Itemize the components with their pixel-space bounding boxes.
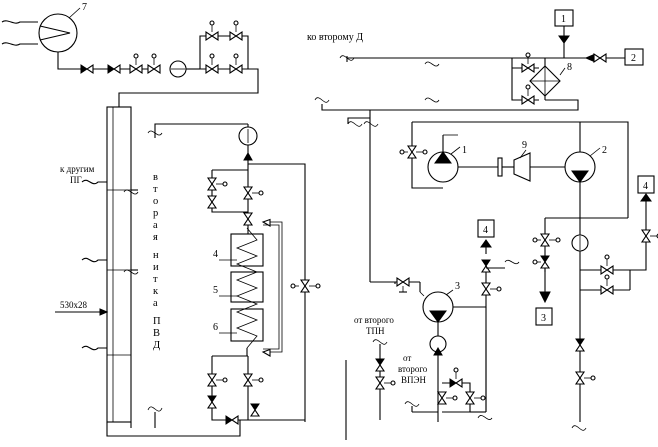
from-second-vpen-label-1: от: [403, 353, 411, 363]
booster-pump-3: 3 4 от второго ТПН: [345, 219, 520, 440]
valve-7f[interactable]: [229, 31, 243, 41]
heater-6: [230, 308, 264, 342]
valve-pvd-4[interactable]: [207, 195, 217, 209]
pipe-size-label: 530x28: [60, 300, 88, 310]
valve-8b[interactable]: [521, 95, 535, 105]
from-second-vpen-label-3: ВПЭН: [401, 375, 426, 385]
pvd-label-char: р: [153, 208, 158, 219]
pvd-label-char: т: [153, 184, 158, 195]
pvd-heaters: 4 5 6: [106, 123, 321, 437]
valve-v-3[interactable]: [437, 391, 447, 405]
valve-pvd-7[interactable]: [243, 373, 253, 387]
valve-pvd-9[interactable]: [225, 415, 239, 425]
valve-2a[interactable]: [600, 265, 614, 275]
valve-4b[interactable]: [481, 259, 491, 273]
to-other-pg-label-1: к другим: [60, 164, 95, 174]
valve-tpn-2[interactable]: [375, 376, 385, 390]
callout-8: 8: [567, 62, 572, 73]
valve-v-2[interactable]: [465, 391, 475, 405]
from-second-tpn-label-2: ТПН: [366, 326, 385, 336]
pump-7-symbol: [38, 13, 78, 53]
callout-2: 2: [602, 145, 607, 156]
callout-3: 3: [455, 281, 460, 292]
valve-2b[interactable]: [600, 285, 614, 295]
svg-text:4: 4: [643, 181, 648, 192]
pvd-label-char: я: [153, 232, 158, 243]
valve-7b[interactable]: [107, 64, 121, 74]
from-second-vpen-label-2: второго: [398, 364, 428, 374]
valve-7a[interactable]: [80, 64, 94, 74]
svg-text:1: 1: [561, 14, 566, 25]
deaerator-line: ко второму Д 1 2 8: [307, 9, 644, 111]
pvd-label-char: в: [153, 172, 158, 183]
pvd-label-char: Д: [153, 340, 160, 351]
valve-8a[interactable]: [521, 63, 535, 73]
box-2: [624, 48, 644, 66]
to-second-d-label: ко второму Д: [307, 32, 363, 43]
valve-pvd-6[interactable]: [207, 395, 217, 409]
valve-2c[interactable]: [641, 229, 651, 243]
heater-4: [230, 233, 264, 267]
valve-7c[interactable]: [129, 64, 143, 74]
callout-9: 9: [522, 140, 527, 151]
callout-5: 5: [213, 285, 218, 296]
callout-6: 6: [213, 322, 218, 333]
from-second-tpn-label-1: от второго: [354, 315, 394, 325]
valve-7g[interactable]: [205, 64, 219, 74]
main-pumps: 1 9 2 4: [347, 110, 658, 410]
valve-tpn-1[interactable]: [375, 358, 385, 372]
turbine-9: [513, 152, 531, 182]
callout-4: 4: [213, 249, 218, 260]
pvd-label-char: В: [153, 328, 160, 339]
heater-5: [230, 271, 264, 303]
collector: к другим ПГ 530x28: [55, 106, 139, 423]
valve-pvd-3[interactable]: [207, 177, 217, 191]
valve-pvd-5[interactable]: [207, 373, 217, 387]
valve-2d[interactable]: [575, 338, 585, 352]
valve-d-1[interactable]: [593, 53, 607, 63]
pvd-label-char: и: [153, 262, 159, 273]
valve-pump1-in[interactable]: [407, 145, 417, 159]
valve-pvd-2[interactable]: [243, 212, 253, 226]
pvd-label-char: н: [153, 250, 159, 261]
svg-text:2: 2: [631, 53, 636, 64]
valve-v-1[interactable]: [449, 378, 463, 388]
valve-3-in[interactable]: [396, 277, 410, 287]
pvd-label-char: а: [153, 298, 158, 309]
box-3: [535, 307, 553, 326]
pump-7-group: 7: [1, 2, 259, 107]
pvd-label-char: о: [153, 196, 158, 207]
valve-pvd-8[interactable]: [250, 403, 260, 417]
box-4-center: [477, 219, 495, 238]
valve-2e[interactable]: [575, 371, 585, 385]
pvd-label-char: т: [153, 274, 158, 285]
valve-3a[interactable]: [540, 233, 550, 247]
valve-7h[interactable]: [229, 64, 243, 74]
pvd-label-char: а: [153, 220, 158, 231]
to-other-pg-label-2: ПГ: [70, 175, 82, 185]
valve-pvd-1[interactable]: [243, 186, 253, 200]
valve-7e[interactable]: [205, 31, 219, 41]
valve-7d[interactable]: [147, 64, 161, 74]
valve-4a[interactable]: [481, 282, 491, 296]
valve-pvd-bypass[interactable]: [300, 279, 310, 293]
callout-1: 1: [462, 145, 467, 156]
pvd-label-char: П: [153, 316, 161, 327]
callout-7: 7: [82, 2, 87, 13]
valve-3b[interactable]: [540, 255, 550, 269]
svg-text:4: 4: [483, 225, 488, 236]
svg-text:3: 3: [541, 313, 546, 324]
box-4-right: [637, 175, 655, 194]
pvd-label-char: к: [153, 286, 159, 297]
